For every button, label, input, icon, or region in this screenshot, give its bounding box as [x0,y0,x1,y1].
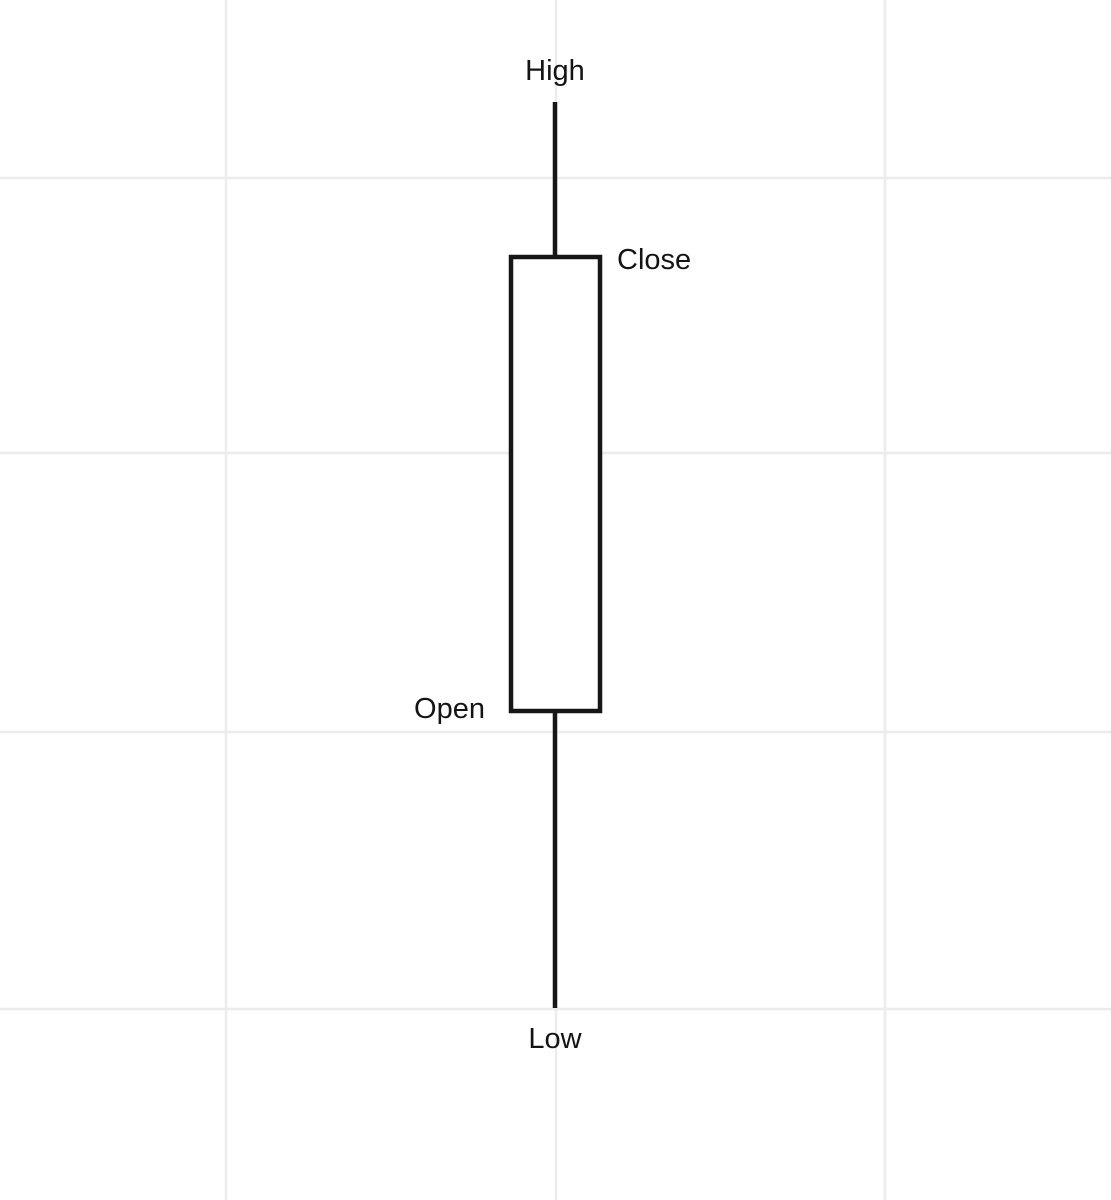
open-label: Open [414,693,485,725]
low-label: Low [528,1023,582,1055]
candlestick [508,102,603,1008]
close-label: Close [617,244,691,276]
high-label: High [525,55,585,87]
candle-body [508,254,603,714]
labels: High Close Open Low [414,55,691,1055]
